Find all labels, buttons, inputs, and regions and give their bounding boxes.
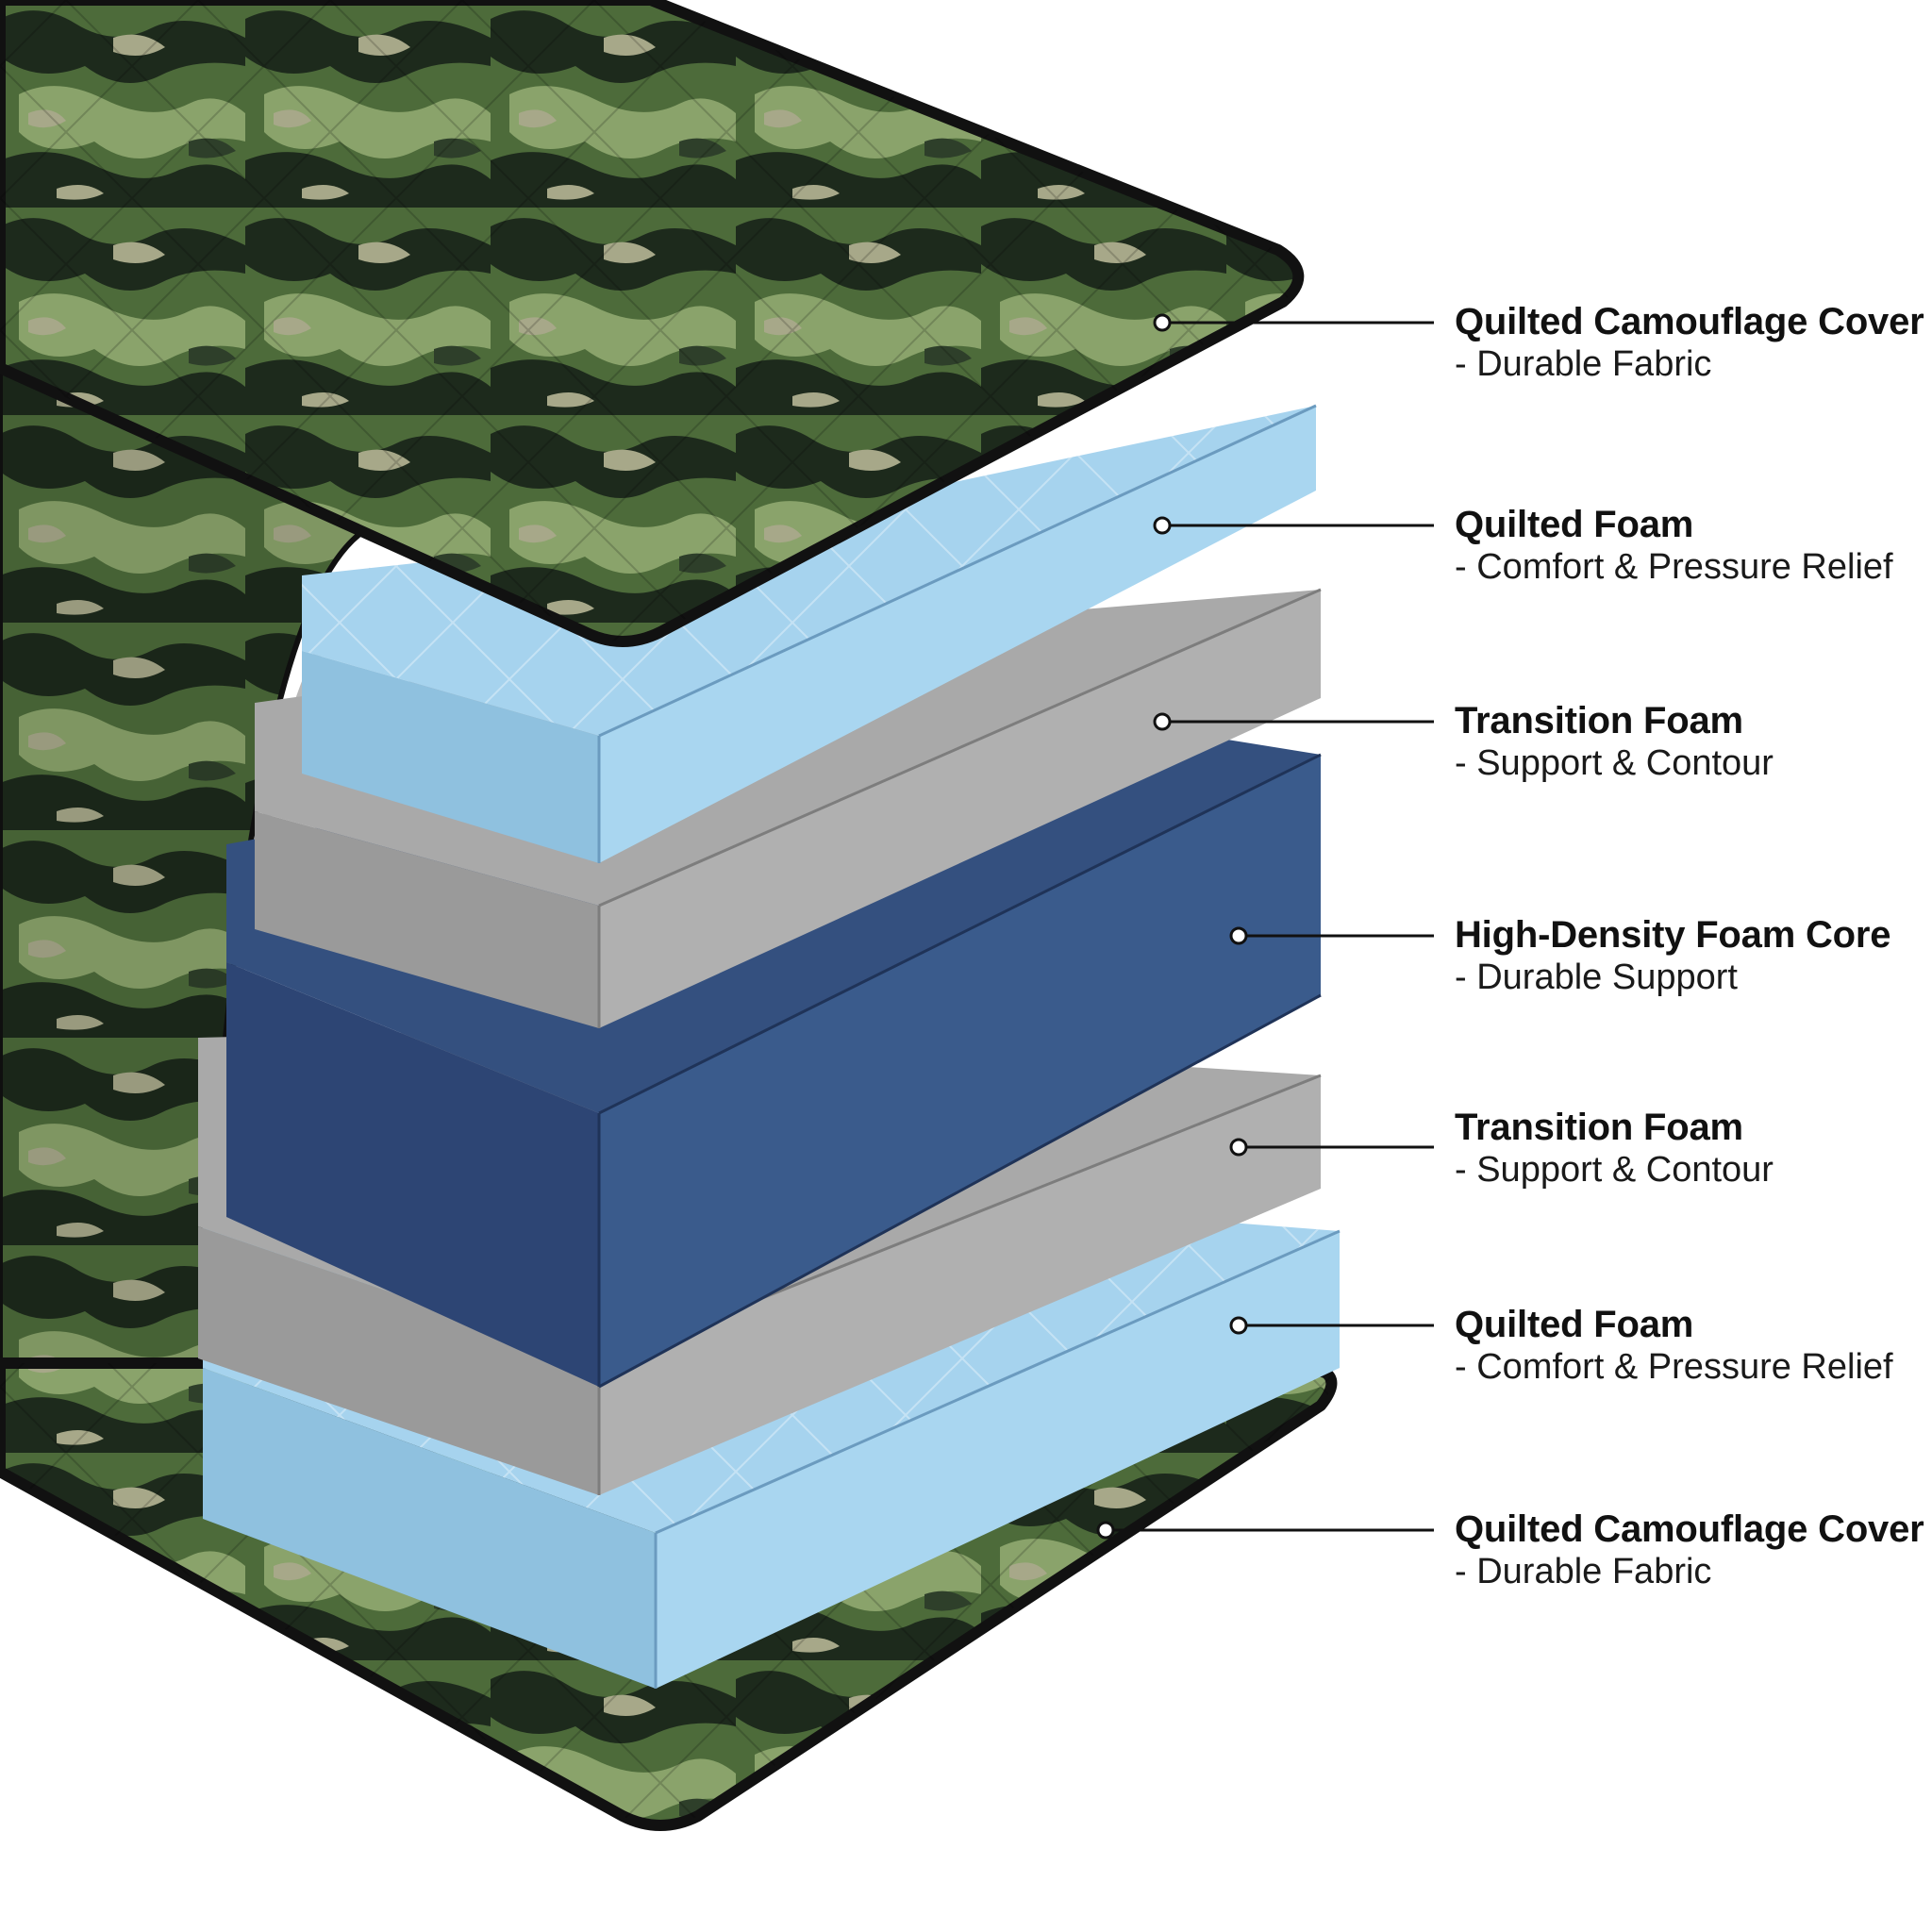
label-title: Transition Foam <box>1455 700 1743 741</box>
leader-dot-icon <box>1153 313 1172 332</box>
label-subtitle: - Durable Support <box>1455 958 1738 997</box>
label-subtitle: - Durable Fabric <box>1455 1552 1712 1591</box>
leader-lines <box>1096 313 1434 1540</box>
leader-dot-icon <box>1096 1521 1115 1540</box>
label-top-transition-foam: Transition Foam - Support & Contour <box>1455 699 1774 784</box>
label-top-cover: Quilted Camouflage Cover - Durable Fabri… <box>1455 300 1924 385</box>
label-title: Quilted Foam <box>1455 504 1694 545</box>
label-subtitle: - Comfort & Pressure Relief <box>1455 1347 1893 1387</box>
top-quilted-foam-front <box>302 651 599 863</box>
leader-dot-icon <box>1229 1316 1248 1335</box>
label-bottom-quilted-foam: Quilted Foam - Comfort & Pressure Relief <box>1455 1303 1893 1388</box>
bottom-quilted-foam-front <box>203 1368 656 1689</box>
bottom-transition-foam-side <box>599 1075 1321 1495</box>
bottom-transition-foam-front <box>198 1226 599 1495</box>
label-title: Quilted Foam <box>1455 1304 1694 1345</box>
label-subtitle: - Support & Contour <box>1455 743 1774 783</box>
label-title: Quilted Camouflage Cover <box>1455 301 1924 342</box>
camo-side-wall-shade <box>0 368 368 1547</box>
top-transition-foam-side <box>599 590 1321 1028</box>
top-quilted-foam-side <box>599 406 1316 863</box>
label-subtitle: - Durable Fabric <box>1455 344 1712 384</box>
label-title: High-Density Foam Core <box>1455 914 1891 956</box>
label-subtitle: - Comfort & Pressure Relief <box>1455 547 1893 587</box>
label-bottom-cover: Quilted Camouflage Cover - Durable Fabri… <box>1455 1507 1924 1592</box>
label-title: Transition Foam <box>1455 1107 1743 1148</box>
foam-core-side <box>599 755 1321 1387</box>
leader-dot-icon <box>1153 516 1172 535</box>
label-top-quilted-foam: Quilted Foam - Comfort & Pressure Relief <box>1455 503 1893 588</box>
label-foam-core: High-Density Foam Core - Durable Support <box>1455 913 1891 998</box>
label-title: Quilted Camouflage Cover <box>1455 1508 1924 1550</box>
bottom-quilted-foam-side <box>656 1231 1340 1689</box>
leader-dot-icon <box>1153 712 1172 731</box>
foam-core-front <box>226 962 599 1387</box>
label-subtitle: - Support & Contour <box>1455 1150 1774 1190</box>
top-transition-foam-front <box>255 811 599 1028</box>
leader-dot-icon <box>1229 926 1248 945</box>
leader-dot-icon <box>1229 1138 1248 1157</box>
label-bottom-transition-foam: Transition Foam - Support & Contour <box>1455 1106 1774 1191</box>
